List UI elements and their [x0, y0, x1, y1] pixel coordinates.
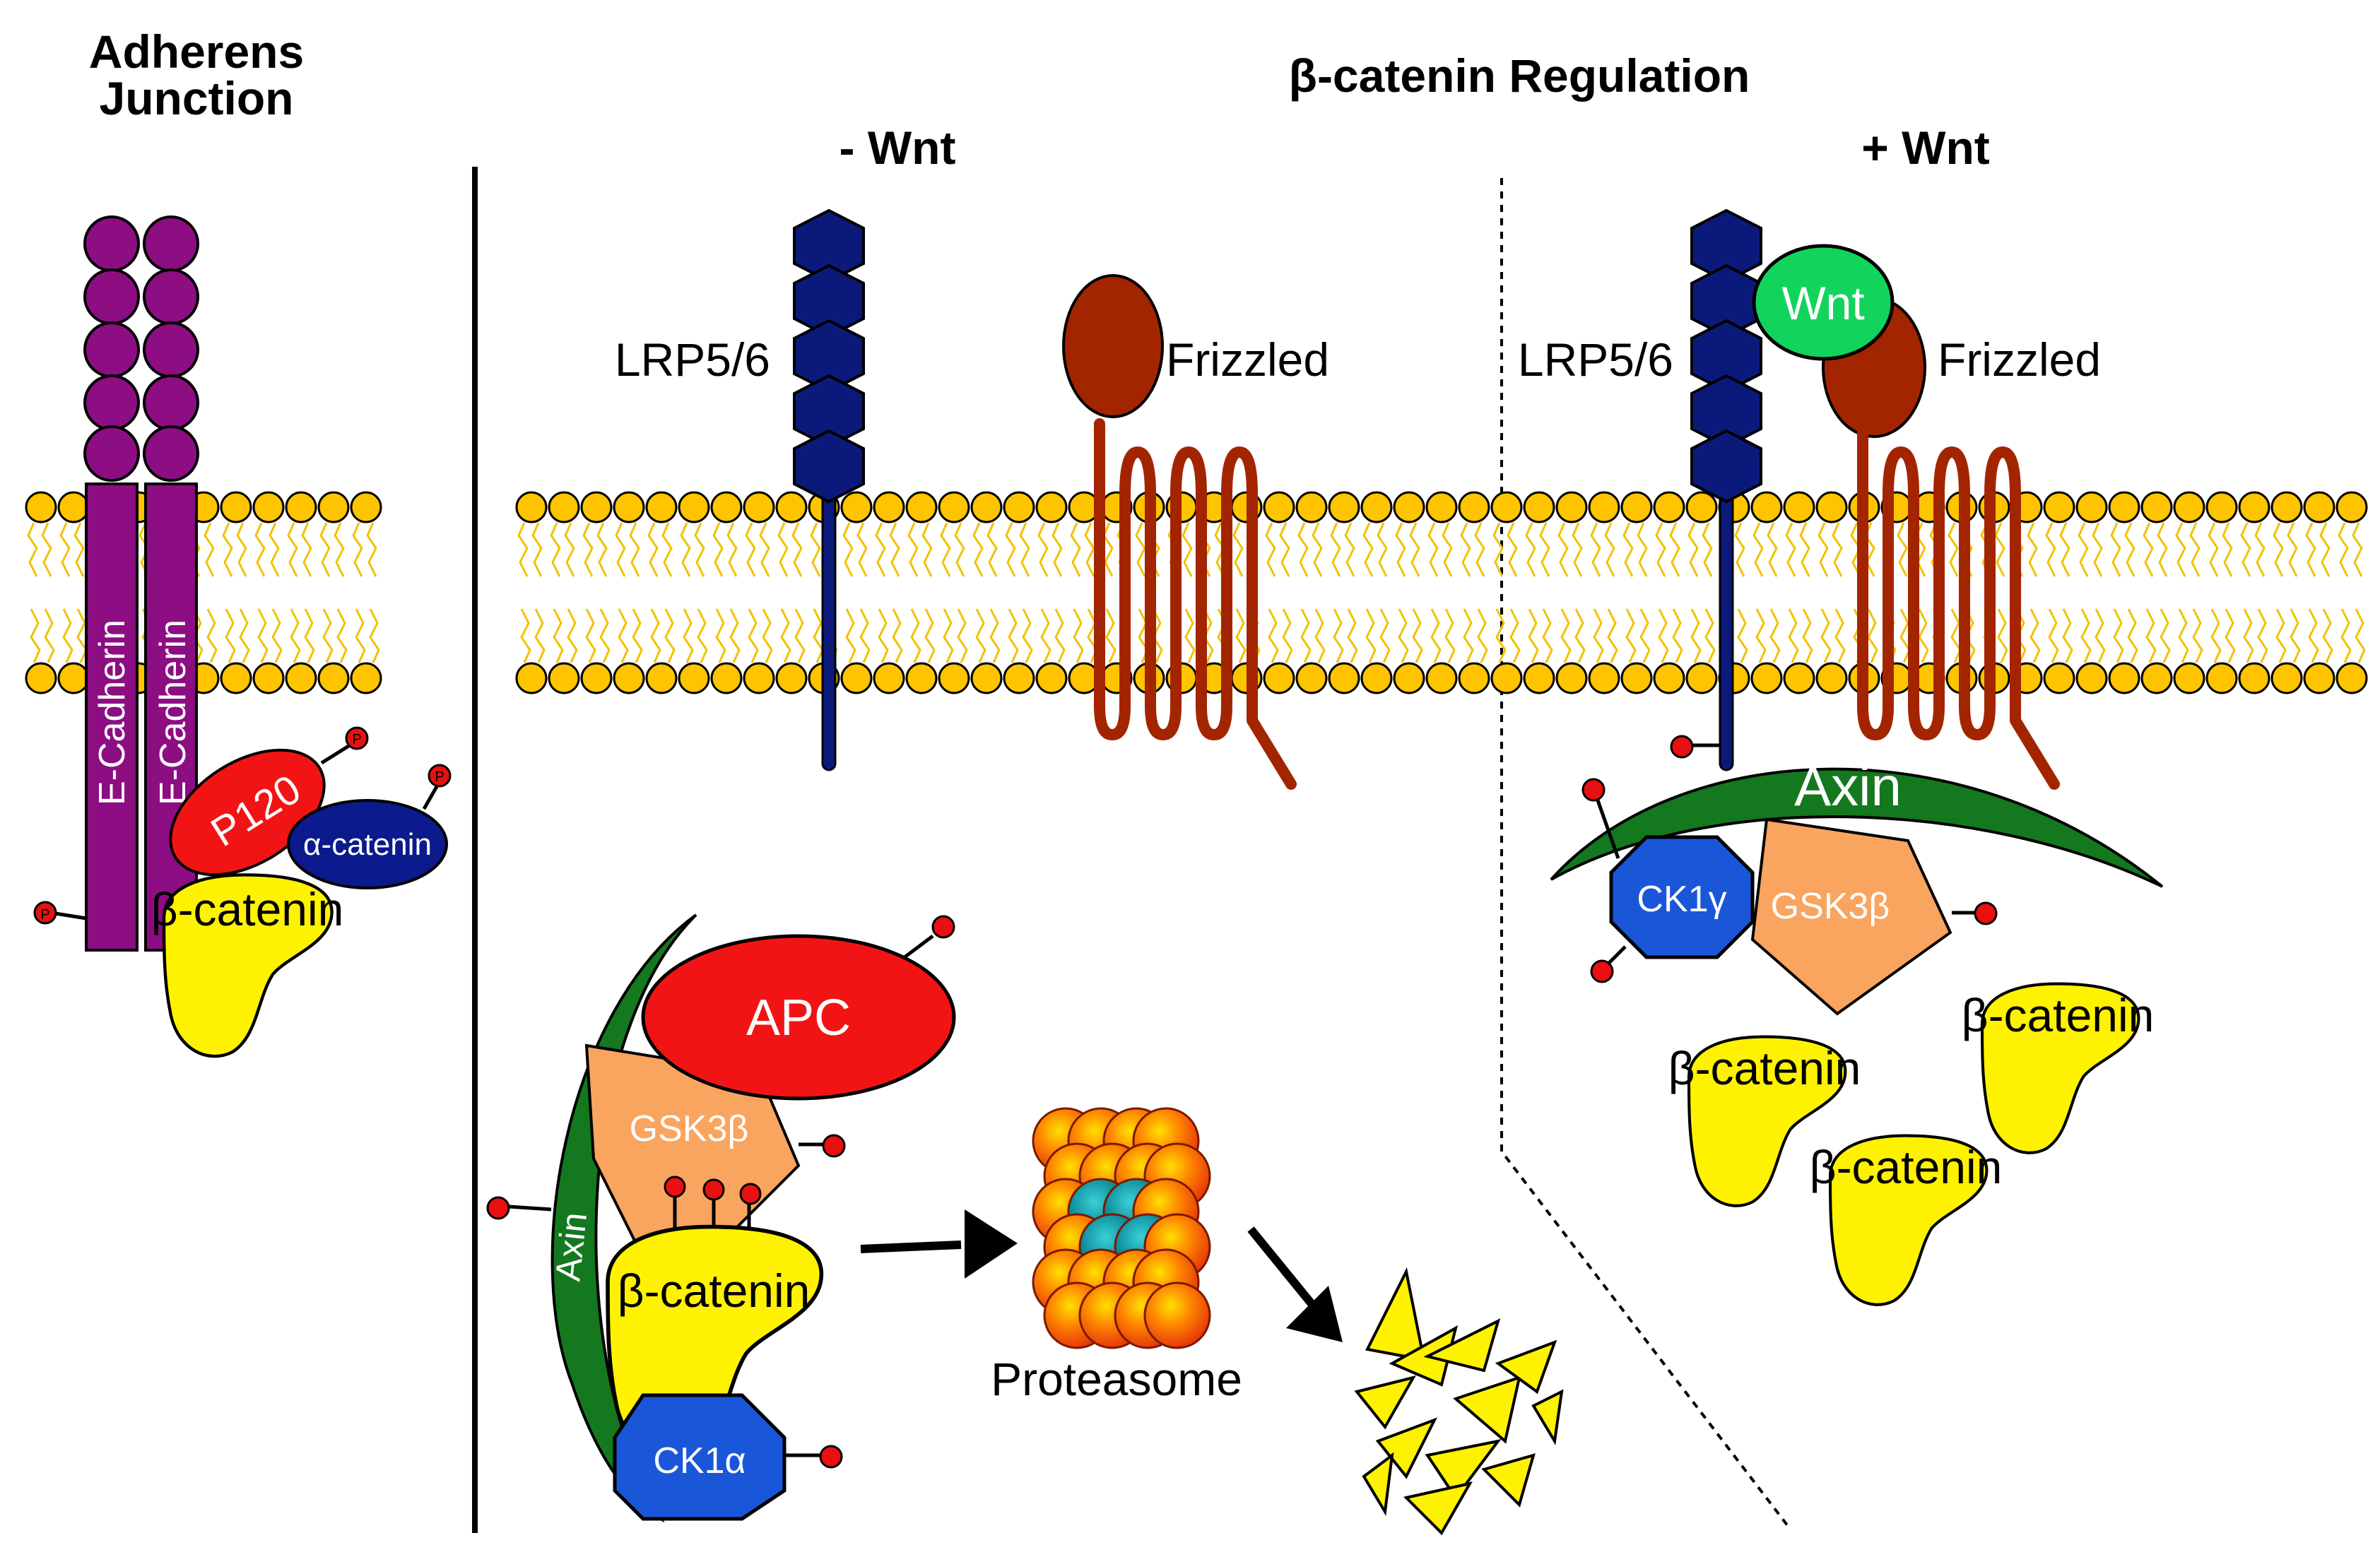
e-cadherin-label-2: E-Cadherin [153, 620, 194, 805]
p120-protein: P120 P [169, 726, 369, 877]
gsk3b-label-plus: GSK3β [1771, 886, 1890, 927]
apc-label: APC [746, 990, 851, 1046]
ck1a-protein: CK1α [613, 1393, 843, 1521]
degraded-fragments [1354, 1267, 1564, 1536]
arrow-to-proteasome [860, 1209, 1018, 1279]
adherens-title-line2: Junction [100, 72, 294, 124]
apc-protein: APC [641, 915, 956, 1101]
proteasome [1032, 1107, 1211, 1349]
beta-catenin-adherens-label: β-catenin [151, 883, 344, 935]
gsk3b-label-minus: GSK3β [630, 1108, 749, 1149]
proteasome-label: Proteasome [991, 1353, 1242, 1405]
frizzled-receptor-minus [1062, 274, 1297, 790]
svg-text:P: P [40, 907, 49, 923]
plus-wnt-title: + Wnt [1861, 122, 1989, 174]
minus-wnt-title: - Wnt [840, 122, 956, 174]
phospho-cluster-minus [486, 1176, 762, 1240]
e-cadherin-left [83, 215, 140, 952]
alpha-catenin-label: α-catenin [303, 827, 432, 862]
beta-catenin-free-3-label: β-catenin [1810, 1141, 2003, 1193]
lrp-label-minus: LRP5/6 [615, 333, 770, 386]
lrp-receptor-minus [793, 208, 865, 771]
frizzled-label-minus: Frizzled [1166, 333, 1329, 386]
ck1g-label: CK1γ [1637, 879, 1726, 920]
beta-catenin-free-2-label: β-catenin [1962, 989, 2155, 1041]
e-cadherin-right [143, 215, 199, 952]
frizzled-label-plus: Frizzled [1938, 333, 2101, 386]
axin-label-minus: Axin [548, 1211, 594, 1284]
beta-catenin-destruction-label: β-catenin [618, 1265, 811, 1317]
beta-catenin-free-1-label: β-catenin [1668, 1042, 1861, 1094]
phospho-cadherin: P [33, 901, 87, 925]
wnt-ligand: Wnt [1752, 244, 1895, 361]
axin-label-plus: Axin [1794, 755, 1902, 817]
alpha-catenin-protein: α-catenin P [287, 764, 452, 889]
membrane-right [515, 491, 2368, 694]
ck1g-protein: CK1γ [1581, 778, 1755, 983]
ck1a-label: CK1α [653, 1440, 746, 1481]
lrp-receptor-plus [1670, 208, 1762, 771]
lrp-label-plus: LRP5/6 [1518, 333, 1673, 386]
adherens-title-line1: Adherens [89, 25, 304, 78]
regulation-title: β-catenin Regulation [1289, 49, 1750, 102]
gsk3b-protein-plus: GSK3β [1750, 817, 1998, 1016]
axin-crescent-plus [1550, 767, 2164, 888]
e-cadherin-label-1: E-Cadherin [92, 620, 133, 805]
arrow-to-fragments [1247, 1226, 1343, 1342]
wnt-label: Wnt [1781, 277, 1864, 329]
svg-text:P: P [352, 732, 361, 747]
svg-text:P: P [435, 769, 444, 785]
membrane-left [25, 491, 382, 694]
